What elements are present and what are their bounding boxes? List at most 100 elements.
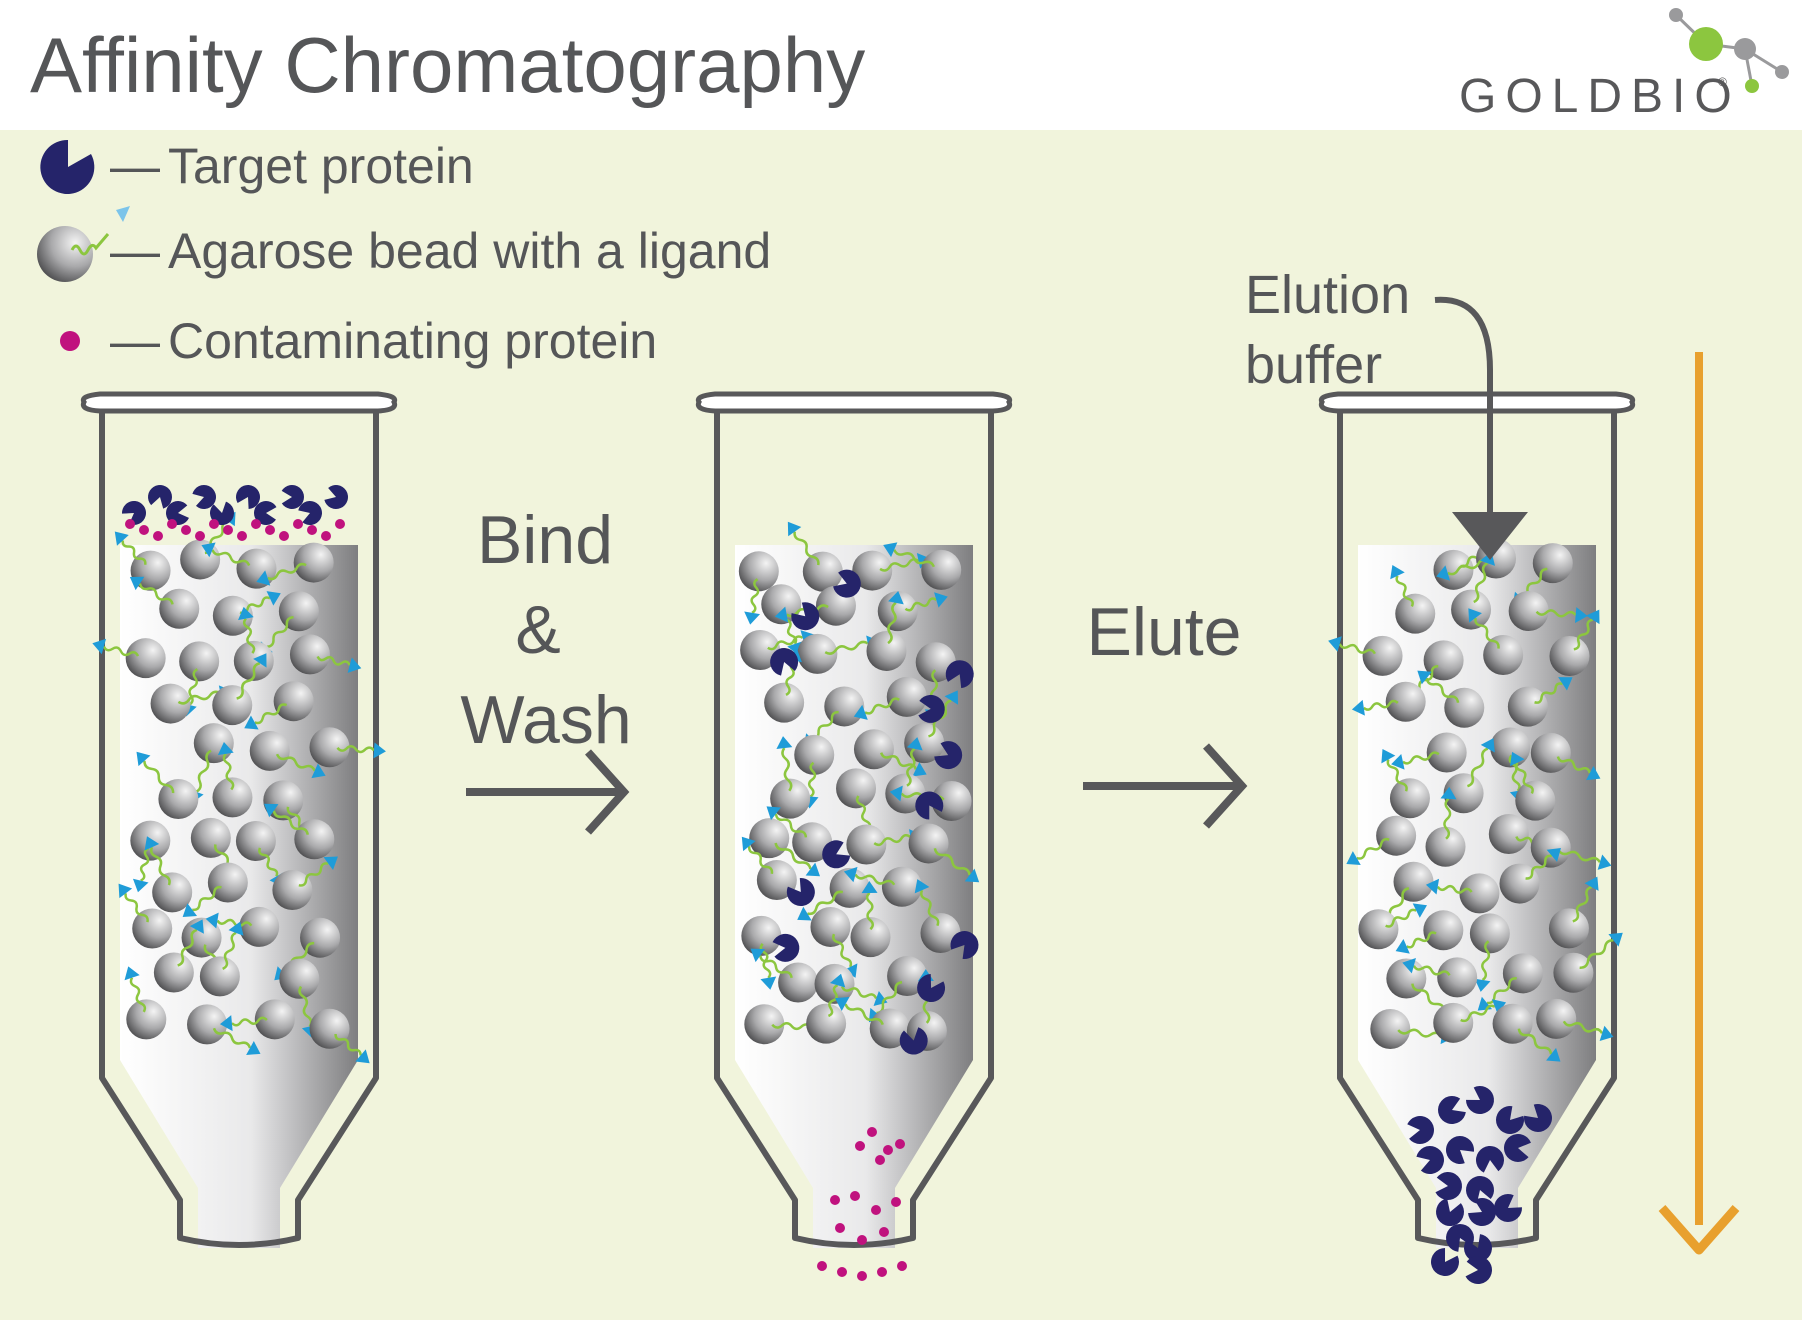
- ligand-linker: [336, 745, 375, 754]
- agarose-bead: [1425, 826, 1466, 867]
- target-protein: [1466, 1176, 1494, 1204]
- ligand-linker: [188, 668, 199, 706]
- column-rim: [1318, 391, 1636, 414]
- target-protein: [1431, 1248, 1459, 1276]
- agarose-bead: [1395, 593, 1436, 634]
- agarose-bead: [1549, 635, 1590, 676]
- contaminating-protein: [181, 525, 191, 535]
- contaminating-protein: [223, 525, 233, 535]
- ligand-tip: [1599, 1025, 1614, 1041]
- ligand-tip: [889, 785, 903, 802]
- contaminating-protein: [195, 531, 205, 541]
- ligand-linker: [781, 747, 793, 792]
- ligand-tip: [205, 912, 219, 929]
- target-protein: [772, 933, 800, 962]
- agarose-bead: [853, 729, 894, 770]
- legend-dash: —: [110, 138, 160, 194]
- ligand-tip: [912, 762, 927, 777]
- contaminating-protein: [879, 1227, 889, 1237]
- ligand-linker: [1356, 837, 1390, 860]
- agarose-bead: [794, 734, 835, 775]
- target-protein: [945, 660, 974, 689]
- ligand-tip: [124, 966, 140, 981]
- agarose-bead: [153, 952, 194, 993]
- agarose-bead: [908, 823, 949, 864]
- contaminating-protein: [209, 519, 219, 529]
- ligand-tip: [964, 868, 980, 883]
- ligand-linker: [904, 597, 938, 612]
- agarose-bead: [1376, 815, 1417, 856]
- agarose-bead: [915, 642, 956, 683]
- ligand-tip: [906, 737, 923, 751]
- contaminating-protein: [139, 525, 149, 535]
- agarose-bead: [869, 1008, 910, 1049]
- ligand-linker: [759, 955, 793, 979]
- goldbio-logo: GOLDBIO ®: [1459, 8, 1789, 123]
- ligand-tip: [246, 1041, 261, 1056]
- target-protein: [1464, 1234, 1493, 1263]
- ligand-tip: [744, 611, 760, 625]
- ligand-linker: [1425, 677, 1460, 703]
- agarose-bead: [764, 682, 805, 723]
- column-rim: [695, 391, 1013, 414]
- ligand-tip: [805, 862, 821, 877]
- agarose-bead: [212, 595, 253, 636]
- ligand-linker: [177, 928, 198, 967]
- agarose-bead: [199, 956, 240, 997]
- agarose-bead: [877, 591, 918, 632]
- ligand-tip: [1575, 607, 1588, 624]
- ligand-linker: [298, 985, 313, 1028]
- agarose-bead: [1530, 732, 1571, 773]
- ligand-linker: [1412, 965, 1451, 976]
- ligand-linker: [1562, 1020, 1604, 1034]
- brand-name: GOLDBIO: [1459, 70, 1741, 123]
- ligand-linker: [242, 617, 256, 654]
- ligand-tip: [238, 606, 254, 621]
- target-protein: [192, 484, 216, 509]
- ligand-linker: [767, 635, 804, 651]
- ligand-linker: [211, 549, 251, 567]
- ligand-linker: [844, 1003, 884, 1026]
- ligand-tip: [1440, 786, 1457, 800]
- ligand-tip: [934, 592, 948, 608]
- agarose-bead: [797, 633, 838, 674]
- ligand-linker: [906, 747, 916, 787]
- contaminating-protein: [167, 519, 177, 529]
- ligand-linker: [129, 977, 147, 1013]
- ligand-tip: [1586, 609, 1600, 625]
- ligand-linker: [102, 645, 140, 657]
- ligand-linker: [807, 890, 844, 916]
- agarose-bead: [254, 999, 295, 1040]
- ligand-linker: [150, 846, 171, 886]
- agarose-bead: [207, 862, 248, 903]
- ligand-tip: [253, 653, 267, 668]
- ligand-tip: [1436, 565, 1451, 581]
- contaminating-protein: [837, 1267, 847, 1277]
- ligand-tip: [888, 591, 904, 605]
- ligand-linker: [879, 558, 920, 572]
- contaminating-protein: [891, 1197, 901, 1207]
- ligand-tip: [92, 638, 107, 655]
- ligand-linker: [824, 640, 869, 655]
- ligand-linker: [216, 918, 253, 928]
- ligand-linker: [1362, 699, 1399, 711]
- legend-label-agarose-bead: Agarose bead with a ligand: [168, 223, 771, 279]
- ligand-linker: [1481, 940, 1491, 981]
- ligand-linker: [865, 892, 874, 931]
- target-protein: [254, 500, 277, 525]
- ligand-linker: [1573, 618, 1594, 651]
- ligand-linker: [267, 562, 307, 581]
- ligand-linker: [231, 1016, 268, 1027]
- target-protein: [324, 485, 348, 509]
- agarose-bead: [741, 915, 782, 956]
- target-protein: [1416, 1146, 1445, 1175]
- contaminating-protein: [835, 1223, 845, 1233]
- target-protein: [1524, 1104, 1553, 1133]
- agarose-bead: [920, 913, 961, 954]
- target-protein: [281, 485, 305, 510]
- agarose-bead: [212, 685, 253, 726]
- ligand-linker: [840, 985, 878, 1000]
- agarose-bead: [1426, 732, 1467, 773]
- contaminating-protein: [875, 1155, 885, 1165]
- legend-item-target-protein: — Target protein: [40, 138, 474, 194]
